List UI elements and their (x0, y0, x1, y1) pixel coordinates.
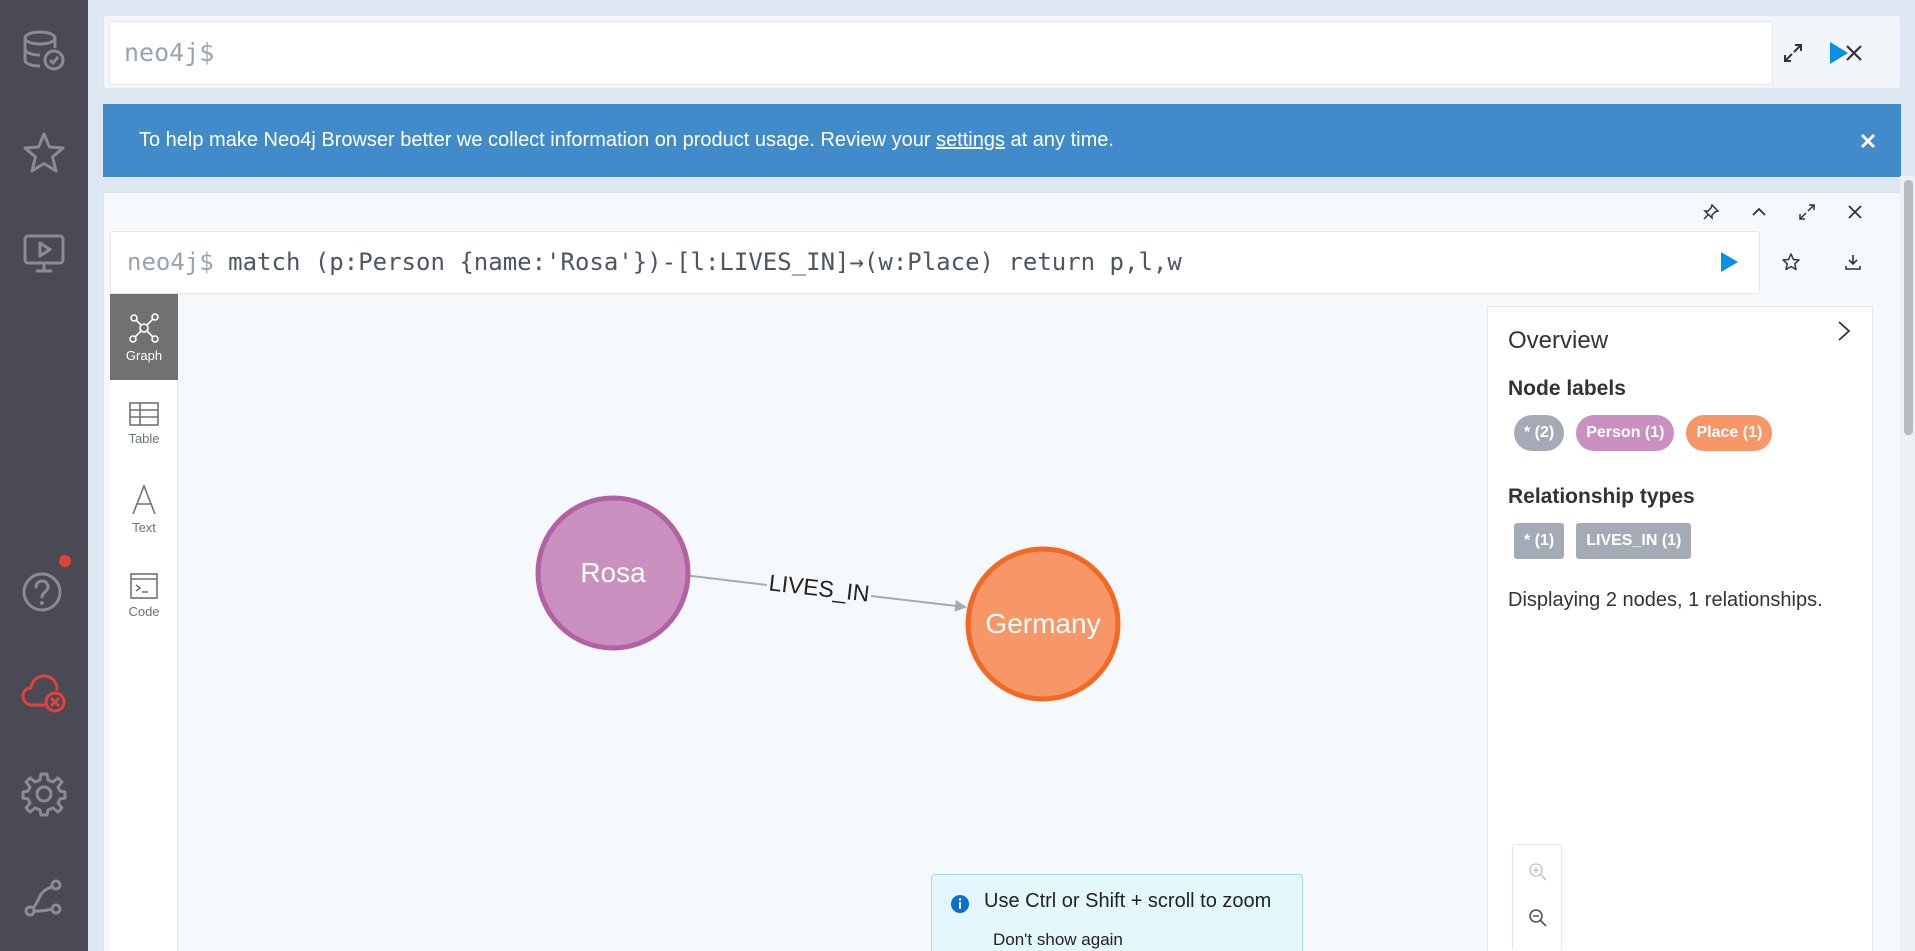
rel-type-all[interactable]: * (1) (1514, 523, 1565, 559)
gear-icon (21, 772, 67, 817)
graph-svg: LIVES_IN Rosa Germany (535, 495, 1121, 702)
node-germany[interactable]: Germany (965, 546, 1121, 702)
play-icon (1830, 42, 1848, 64)
zoom-in-icon (1529, 863, 1547, 881)
banner-close-button[interactable] (1857, 130, 1879, 152)
view-text[interactable]: Text (110, 466, 178, 552)
info-icon (951, 895, 969, 913)
node-label: Rosa (580, 557, 646, 588)
clear-editor-button[interactable] (1839, 38, 1869, 68)
text-icon (132, 483, 156, 514)
connection-status-button[interactable] (0, 656, 88, 726)
frame-query: match (p:Person {name:'Rosa'})-[l:LIVES_… (228, 248, 1182, 276)
rel-type-lives-in[interactable]: LIVES_IN (1) (1576, 523, 1692, 559)
zoom-hint-toast: Use Ctrl or Shift + scroll to zoom Don't… (931, 874, 1303, 951)
view-text-label: Text (132, 519, 156, 535)
node-labels-list: * (2) Person (1) Place (1) (1508, 415, 1852, 451)
node-label-all[interactable]: * (2) (1514, 415, 1565, 451)
cloud-disconnected-icon (21, 674, 66, 713)
expand-icon (1784, 44, 1802, 62)
chevron-right-icon (1838, 321, 1851, 341)
node-label-person[interactable]: Person (1) (1576, 415, 1675, 451)
sidebar (0, 0, 88, 951)
favorites-button[interactable] (0, 118, 88, 188)
view-table-label: Table (128, 430, 160, 446)
overview-panel: Overview Node labels * (2) Person (1) Pl… (1487, 306, 1873, 951)
settings-button[interactable] (0, 759, 88, 829)
frame-prompt: neo4j$ (127, 248, 214, 276)
usage-banner: To help make Neo4j Browser better we col… (103, 104, 1901, 177)
table-icon (129, 401, 159, 426)
node-rosa[interactable]: Rosa (535, 495, 691, 651)
page-scrollbar-thumb[interactable] (1904, 180, 1913, 435)
download-button[interactable] (1838, 247, 1868, 277)
close-frame-button[interactable] (1841, 198, 1869, 226)
database-icon (23, 30, 65, 71)
zoom-in-button[interactable] (1525, 859, 1551, 885)
chevron-up-icon (1752, 207, 1766, 216)
help-icon (22, 572, 62, 612)
monitor-play-icon (23, 234, 65, 273)
expand-editor-button[interactable] (1778, 38, 1808, 68)
overview-title: Overview (1508, 327, 1609, 354)
relationship-label: LIVES_IN (768, 569, 871, 606)
zoom-controls (1512, 844, 1562, 951)
main-editor: neo4j$ (103, 15, 1901, 89)
relationship-types-list: * (1) LIVES_IN (1) (1508, 523, 1852, 559)
view-table[interactable]: Table (110, 380, 178, 466)
view-graph-label: Graph (125, 347, 163, 363)
close-icon (1848, 205, 1862, 219)
main-area: neo4j$ To help make Neo4j Browser better… (88, 0, 1915, 951)
node-label: Germany (985, 608, 1100, 639)
zoom-out-button[interactable] (1525, 905, 1551, 931)
result-frame: neo4j$ match (p:Person {name:'Rosa'})-[l… (103, 192, 1902, 951)
view-selector: Graph Table Text Code (110, 294, 178, 951)
settings-link[interactable]: settings (936, 129, 1005, 151)
cypher-input[interactable]: neo4j$ (109, 21, 1773, 85)
relationship-types-heading: Relationship types (1508, 485, 1695, 508)
dont-show-again-link[interactable]: Don't show again (993, 930, 1123, 949)
plug-icon (24, 879, 62, 917)
guides-button[interactable] (0, 218, 88, 288)
collapse-button[interactable] (1745, 198, 1773, 226)
overview-summary: Displaying 2 nodes, 1 relationships. (1508, 589, 1823, 611)
close-icon (1846, 45, 1862, 61)
zoom-out-icon (1529, 909, 1547, 927)
pin-button[interactable] (1697, 198, 1725, 226)
code-icon (130, 572, 158, 599)
banner-text-end: at any time. (1005, 129, 1114, 151)
graph-icon (129, 312, 159, 343)
about-button[interactable] (0, 862, 88, 932)
fullscreen-button[interactable] (1793, 198, 1821, 226)
node-label-place[interactable]: Place (1) (1686, 415, 1773, 451)
play-icon (1721, 252, 1738, 272)
rerun-button[interactable] (1714, 247, 1744, 277)
view-code-label: Code (128, 603, 160, 619)
view-graph[interactable]: Graph (110, 294, 178, 380)
view-code[interactable]: Code (110, 552, 178, 638)
expand-icon (1799, 204, 1815, 220)
run-button[interactable] (1824, 38, 1854, 68)
node-labels-heading: Node labels (1508, 377, 1626, 400)
star-icon (23, 132, 65, 173)
star-icon (1782, 253, 1800, 271)
database-button[interactable] (0, 15, 88, 85)
relationship-lives-in[interactable]: LIVES_IN (682, 569, 967, 612)
pin-icon (1703, 204, 1719, 220)
frame-query-editor[interactable]: neo4j$ match (p:Person {name:'Rosa'})-[l… (110, 231, 1760, 294)
toast-message: Use Ctrl or Shift + scroll to zoom (984, 890, 1272, 912)
download-icon (1845, 255, 1861, 270)
help-button[interactable] (0, 555, 88, 625)
banner-text-start: To help make Neo4j Browser better we col… (139, 129, 937, 151)
save-favorite-button[interactable] (1776, 247, 1806, 277)
close-icon (1860, 133, 1876, 149)
collapse-overview-button[interactable] (1832, 319, 1856, 343)
notification-badge (59, 555, 71, 567)
